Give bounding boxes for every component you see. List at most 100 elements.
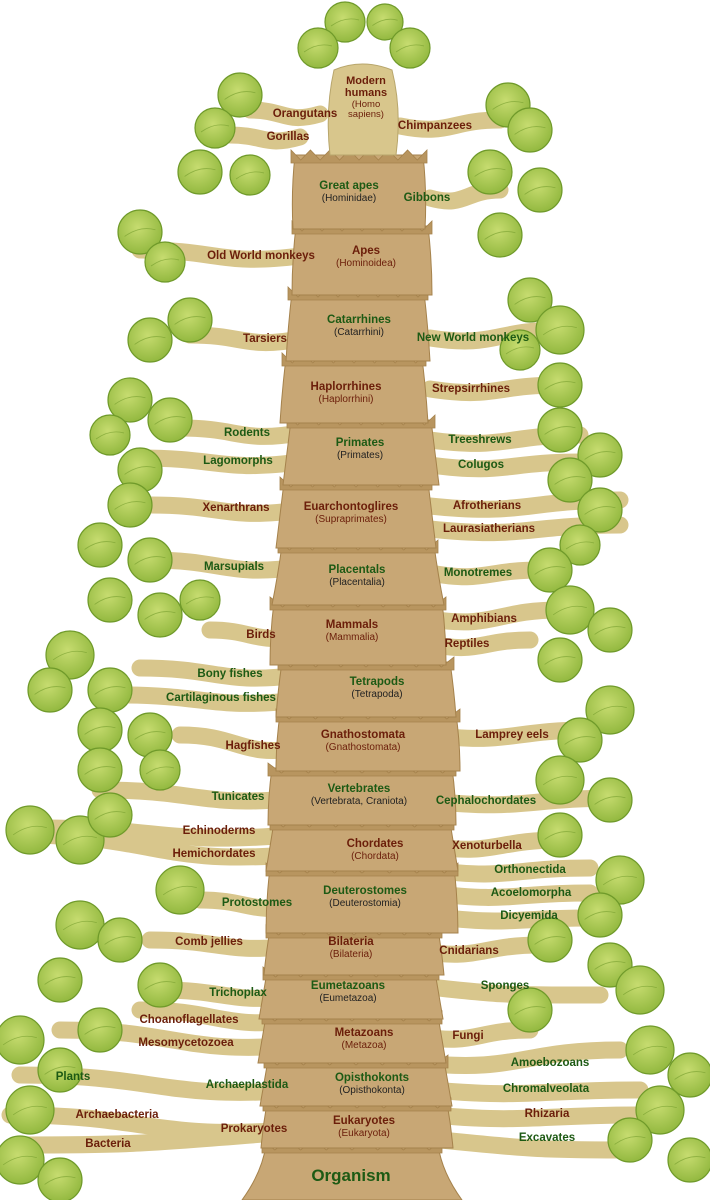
leaf (537, 407, 583, 453)
leaf (595, 855, 645, 905)
branch (131, 659, 309, 687)
leaf-vein (594, 796, 626, 805)
leaf-vein (474, 168, 506, 177)
leaf (55, 900, 105, 950)
leaf-vein (94, 811, 126, 820)
leaf-vein (84, 766, 116, 775)
leaf-vein (594, 961, 626, 970)
branch (411, 1105, 649, 1128)
trunk-segment (267, 767, 457, 826)
leaf (585, 685, 635, 735)
leaf (389, 27, 431, 69)
leaf (167, 297, 213, 343)
trunk-segment (259, 1059, 453, 1107)
leaf-vein (614, 1136, 646, 1145)
leaf-vein (584, 506, 616, 515)
leaf (535, 755, 585, 805)
trunk-segment (291, 154, 427, 230)
leaf-vein (95, 431, 125, 440)
trunk-segment (279, 357, 429, 424)
trunk-segment (271, 544, 445, 606)
branch (171, 419, 309, 445)
leaf-vein (632, 1045, 667, 1056)
leaf (147, 397, 193, 443)
trunk-segment (291, 225, 433, 296)
leaf-vein (492, 101, 524, 110)
leaf (667, 1137, 710, 1183)
leaf (139, 749, 181, 791)
root-organism-label: Organism (311, 1166, 391, 1185)
leaf-vein (84, 1026, 116, 1035)
branch (141, 496, 309, 522)
leaf-vein (505, 346, 535, 355)
leaf-vein (544, 426, 576, 435)
leaf (0, 1015, 45, 1065)
leaf-vein (602, 875, 637, 886)
trunk-segment (275, 481, 437, 549)
leaf-vein (104, 936, 136, 945)
leaf-vein (674, 1071, 706, 1080)
leaf-vein (544, 831, 576, 840)
leaf (577, 432, 623, 478)
leaf-vein (44, 1176, 76, 1185)
leaf (77, 1007, 123, 1053)
leaf (155, 865, 205, 915)
branch (91, 781, 309, 810)
trunk-crown (327, 63, 399, 156)
leaf (87, 667, 133, 713)
leaf (527, 917, 573, 963)
leaf (517, 167, 563, 213)
trunk-segment (285, 291, 431, 362)
leaf-vein (544, 381, 576, 390)
leaf-vein (62, 920, 97, 931)
leaf-vein (84, 541, 116, 550)
leaf-vein (514, 126, 546, 135)
leaf-vein (514, 296, 546, 305)
leaf (117, 209, 163, 255)
leaf-vein (524, 186, 556, 195)
trunk-segment (260, 1102, 454, 1149)
leaf (507, 987, 553, 1033)
leaf-vein (544, 656, 576, 665)
branch (391, 111, 509, 138)
leaf-vein (484, 231, 516, 240)
trunk-layer (241, 63, 463, 1200)
branch (11, 1123, 299, 1154)
leaf-vein (372, 18, 398, 26)
leaf-vein (2, 1035, 37, 1046)
leaf-vein (674, 1156, 706, 1165)
leaf (194, 107, 236, 149)
branch (411, 1041, 629, 1074)
trunk-segment (265, 867, 459, 934)
branch (421, 601, 569, 631)
leaf (37, 1157, 83, 1200)
leaf (127, 537, 173, 583)
leaf-vein (144, 611, 176, 620)
branch (131, 449, 309, 475)
leaf (507, 277, 553, 323)
leaf (5, 805, 55, 855)
leaf (667, 1052, 710, 1098)
leaf-vein (185, 596, 215, 605)
leaf (179, 579, 221, 621)
trunk-segment (275, 713, 461, 772)
branch (421, 561, 549, 586)
leaf (137, 962, 183, 1008)
leaf (107, 482, 153, 528)
leaf (467, 149, 513, 195)
leaf-vein (84, 726, 116, 735)
leaf-vein (224, 91, 256, 100)
leaf (0, 1135, 45, 1185)
leaf-vein (174, 316, 206, 325)
leaf-vein (162, 885, 197, 896)
leaf-vein (534, 566, 566, 575)
leaf-vein (514, 1006, 546, 1015)
leaf (97, 917, 143, 963)
branch (411, 1080, 649, 1103)
leaf-vein (150, 258, 180, 267)
leaf-vein (235, 171, 265, 180)
leaf (577, 892, 623, 938)
leaf (144, 241, 186, 283)
leaf (507, 107, 553, 153)
